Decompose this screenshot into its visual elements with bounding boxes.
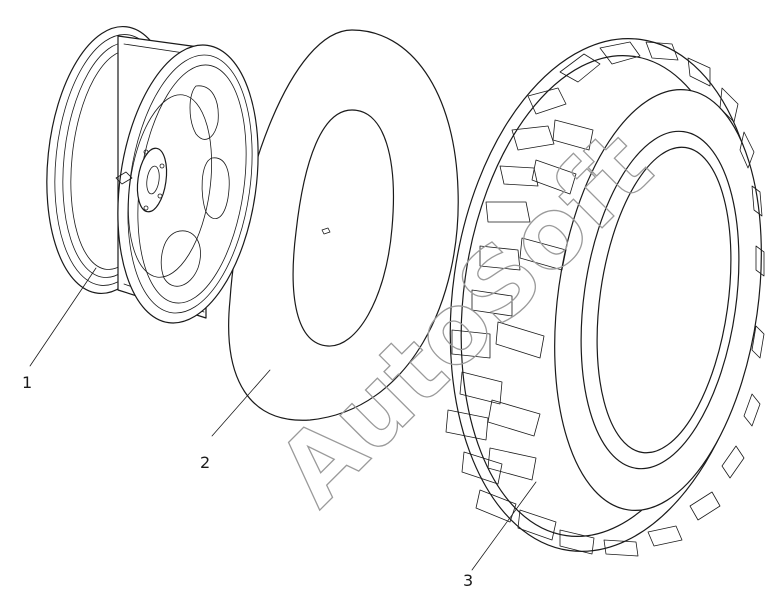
callout-leaders: [29, 267, 537, 571]
tractor-tire: [445, 38, 765, 557]
tire-sidewall: [554, 89, 762, 511]
rim-cutout-right: [201, 157, 230, 220]
rim-center-disc: [127, 94, 213, 278]
callout-1-label: 1: [22, 373, 32, 392]
inner-tube: [228, 29, 459, 421]
tube-valve: [321, 227, 331, 235]
callout-2-leader: [211, 369, 271, 437]
rim-valve-stem: [115, 171, 133, 185]
wheel-rim: [46, 25, 259, 324]
callout-3-label: 3: [463, 571, 473, 590]
tire-bead-outer: [580, 130, 740, 470]
rim-cutout-top: [189, 85, 219, 140]
rim-hub: [136, 147, 168, 213]
tire-tread-lugs: [445, 41, 765, 557]
tire-bead-inner: [596, 146, 732, 454]
tube-inner-hole: [292, 109, 395, 347]
callout-1-leader: [29, 267, 97, 367]
callout-3-leader: [471, 481, 537, 571]
rim-cutout-bottom: [160, 230, 201, 287]
callout-2-label: 2: [200, 453, 210, 472]
